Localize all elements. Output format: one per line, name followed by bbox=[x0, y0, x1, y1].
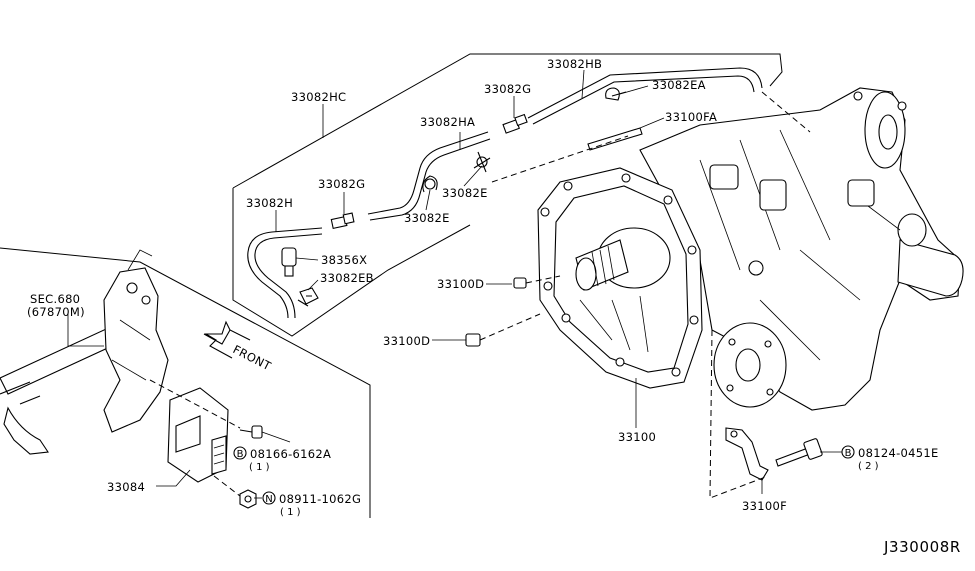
bolt-08166 bbox=[239, 425, 263, 439]
transfer-case-33100 bbox=[537, 87, 964, 411]
diagram-code: J330008R bbox=[883, 538, 961, 556]
hose-group-frame bbox=[232, 53, 783, 337]
label-33082g-top: 33082G bbox=[484, 82, 531, 96]
label-33100d-lower: 33100D bbox=[383, 334, 430, 348]
label-33100f: 33100F bbox=[742, 499, 787, 513]
bolt-symbol-letter: B bbox=[237, 449, 244, 460]
bolt-symbol-08166: B bbox=[233, 446, 247, 460]
nut-symbol-08911: N bbox=[262, 491, 276, 505]
label-08166-6162a: 08166-6162A bbox=[250, 447, 331, 461]
clamp-33082e-lower bbox=[422, 175, 438, 193]
bracket-33100fa bbox=[587, 127, 643, 151]
label-33082e-lower: 33082E bbox=[404, 211, 450, 225]
label-33082eb: 33082EB bbox=[320, 271, 374, 285]
label-33100d-upper: 33100D bbox=[437, 277, 484, 291]
label-33082hc: 33082HC bbox=[291, 90, 346, 104]
vent-38356x bbox=[281, 247, 297, 277]
label-33082hb: 33082HB bbox=[547, 57, 602, 71]
label-33082ea: 33082EA bbox=[652, 78, 706, 92]
label-08911-1062g: 08911-1062G bbox=[279, 492, 361, 506]
nut-symbol-letter: N bbox=[265, 494, 272, 505]
front-arrow-icon bbox=[203, 320, 251, 359]
hose-33082hb bbox=[527, 67, 763, 125]
dowel-33100d-upper bbox=[513, 277, 527, 289]
clip-33082eb bbox=[297, 287, 319, 307]
clamp-33082ea bbox=[605, 87, 627, 101]
clamp-33082e-upper bbox=[473, 151, 491, 173]
label-08911-qty: ( 1 ) bbox=[280, 507, 301, 518]
axle-panel-frame bbox=[0, 247, 371, 518]
label-38356x: 38356X bbox=[321, 253, 367, 267]
part-labels: 33082HC 33082HB 33082G 33082EA 33082HA 3… bbox=[27, 57, 961, 556]
bolt-08124-0451e bbox=[775, 438, 823, 467]
hose-33082h bbox=[247, 227, 323, 319]
label-33100: 33100 bbox=[618, 430, 656, 444]
label-front: FRONT bbox=[231, 342, 274, 373]
nut-08911 bbox=[239, 489, 257, 509]
label-33084: 33084 bbox=[107, 480, 145, 494]
label-33082e-upper: 33082E bbox=[442, 186, 488, 200]
fitting-33082g-mid bbox=[330, 212, 355, 229]
leader-lines bbox=[67, 69, 842, 499]
dowel-33100d-lower bbox=[465, 333, 481, 347]
control-unit-33084 bbox=[167, 387, 229, 483]
bolt-symbol-08124: B bbox=[841, 445, 855, 459]
label-08166-qty: ( 1 ) bbox=[249, 462, 270, 473]
label-33082ha: 33082HA bbox=[420, 115, 475, 129]
bolt-symbol-letter-2: B bbox=[845, 448, 852, 459]
label-33082h: 33082H bbox=[246, 196, 293, 210]
label-sec-ref: (67870M) bbox=[27, 305, 85, 319]
label-08124-qty: ( 2 ) bbox=[858, 461, 879, 472]
axle-assembly bbox=[0, 249, 169, 455]
label-33100fa: 33100FA bbox=[665, 110, 717, 124]
label-33082g-mid: 33082G bbox=[318, 177, 365, 191]
bracket-33100f bbox=[725, 427, 769, 481]
dashed-leaders bbox=[149, 91, 811, 499]
label-08124-0451e: 08124-0451E bbox=[858, 446, 939, 460]
label-sec-680: SEC.680 bbox=[30, 292, 80, 306]
fitting-33082g-top bbox=[502, 113, 528, 134]
